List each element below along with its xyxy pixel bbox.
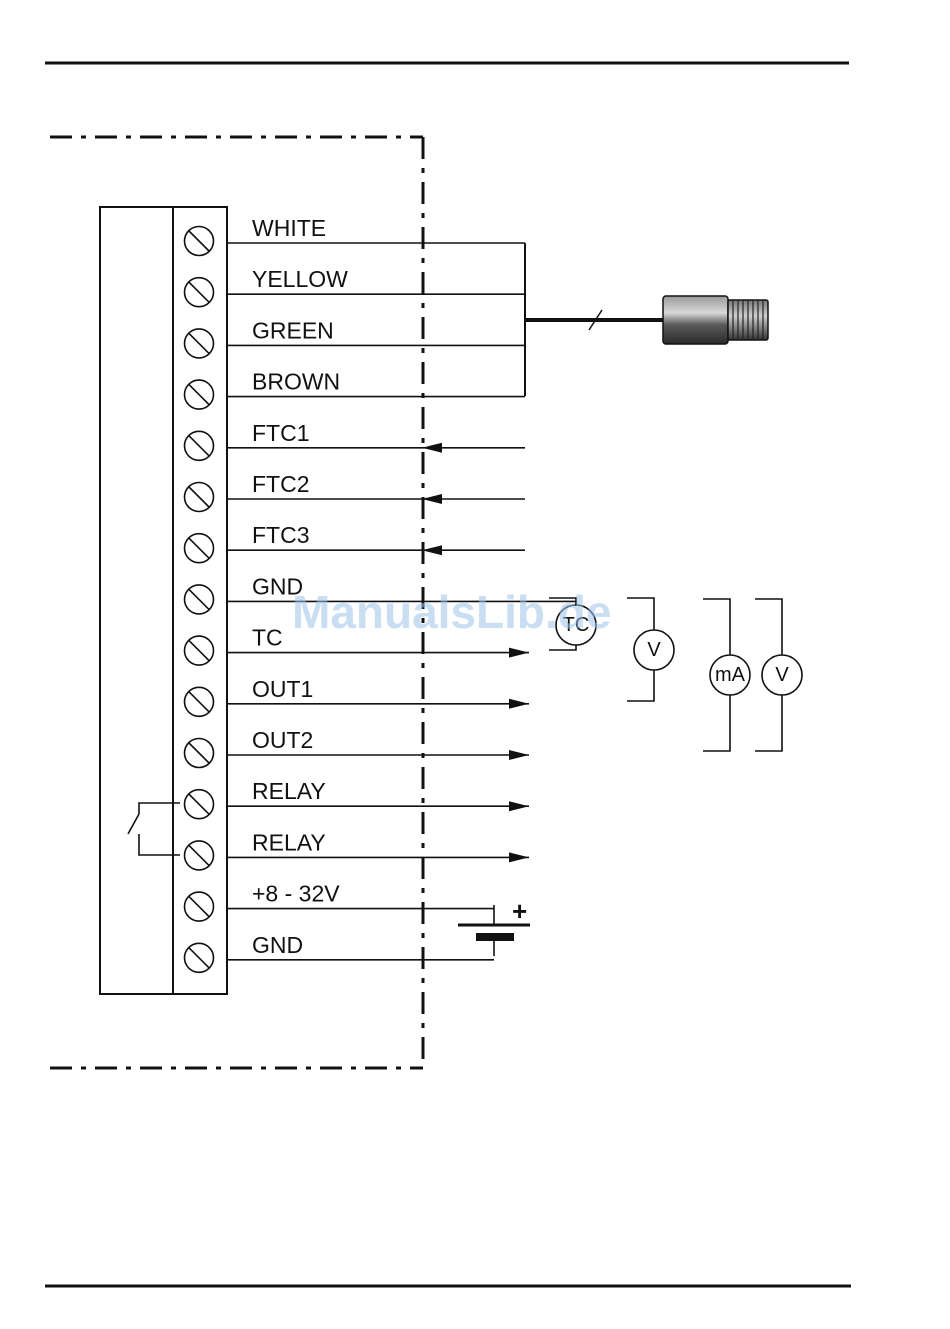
screw-icon bbox=[185, 278, 214, 307]
terminal-label: GREEN bbox=[252, 317, 334, 343]
screw-icon bbox=[185, 739, 214, 768]
screw-icon bbox=[185, 483, 214, 512]
terminal-label: RELAY bbox=[252, 829, 326, 855]
terminal-label: BROWN bbox=[252, 369, 340, 395]
arrow-left-icon bbox=[422, 494, 442, 504]
terminal-11: OUT2 bbox=[185, 727, 530, 768]
screw-icon bbox=[185, 841, 214, 870]
screw-icon bbox=[185, 380, 214, 409]
terminal-2: YELLOW bbox=[185, 266, 526, 307]
voltmeter-out1: V bbox=[627, 598, 674, 701]
terminal-5: FTC1 bbox=[185, 420, 526, 461]
terminal-label: FTC1 bbox=[252, 420, 310, 446]
terminal-14: +8 - 32V bbox=[185, 881, 495, 922]
terminal-3: GREEN bbox=[185, 317, 526, 358]
terminal-label: RELAY bbox=[252, 778, 326, 804]
terminal-label: TC bbox=[252, 625, 283, 651]
ammeter-out2-label: mA bbox=[715, 664, 746, 686]
terminal-7: FTC3 bbox=[185, 522, 526, 563]
screw-icon bbox=[185, 585, 214, 614]
terminal-13: RELAY bbox=[185, 829, 530, 870]
screw-icon bbox=[185, 687, 214, 716]
voltmeter-out2-label: V bbox=[775, 664, 789, 686]
terminal-label: OUT1 bbox=[252, 676, 313, 702]
terminal-12: RELAY bbox=[185, 778, 530, 819]
sensor-connector-icon bbox=[663, 296, 768, 344]
screw-icon bbox=[185, 227, 214, 256]
terminal-label: GND bbox=[252, 932, 303, 958]
terminal-label: +8 - 32V bbox=[252, 881, 340, 907]
terminal-15: GND bbox=[185, 932, 495, 973]
voltmeter-out1-label: V bbox=[647, 639, 661, 661]
arrow-right-icon bbox=[509, 801, 529, 811]
battery-plus-label: + bbox=[512, 896, 527, 926]
arrow-right-icon bbox=[509, 750, 529, 760]
screw-icon bbox=[185, 636, 214, 665]
terminal-label: FTC3 bbox=[252, 522, 310, 548]
screw-icon bbox=[185, 943, 214, 972]
terminal-label: WHITE bbox=[252, 215, 326, 241]
screw-icon bbox=[185, 892, 214, 921]
terminal-10: OUT1 bbox=[185, 676, 530, 717]
watermark: ManualsLib.de bbox=[292, 586, 611, 638]
terminal-label: FTC2 bbox=[252, 471, 310, 497]
sensor-cable bbox=[525, 243, 663, 396]
terminal-4: BROWN bbox=[185, 369, 526, 410]
voltmeter-out2: V bbox=[755, 599, 802, 751]
arrow-right-icon bbox=[509, 852, 529, 862]
terminal-label: YELLOW bbox=[252, 266, 348, 292]
terminal-6: FTC2 bbox=[185, 471, 526, 512]
arrow-left-icon bbox=[422, 545, 442, 555]
screw-icon bbox=[185, 534, 214, 563]
ammeter-out2: mA bbox=[703, 599, 750, 751]
terminal-1: WHITE bbox=[185, 215, 526, 256]
arrow-left-icon bbox=[422, 443, 442, 453]
arrow-right-icon bbox=[509, 699, 529, 709]
screw-icon bbox=[185, 790, 214, 819]
battery-icon: + bbox=[458, 896, 530, 956]
screw-icon bbox=[185, 431, 214, 460]
terminal-label: OUT2 bbox=[252, 727, 313, 753]
screw-icon bbox=[185, 329, 214, 358]
arrow-right-icon bbox=[509, 648, 529, 658]
